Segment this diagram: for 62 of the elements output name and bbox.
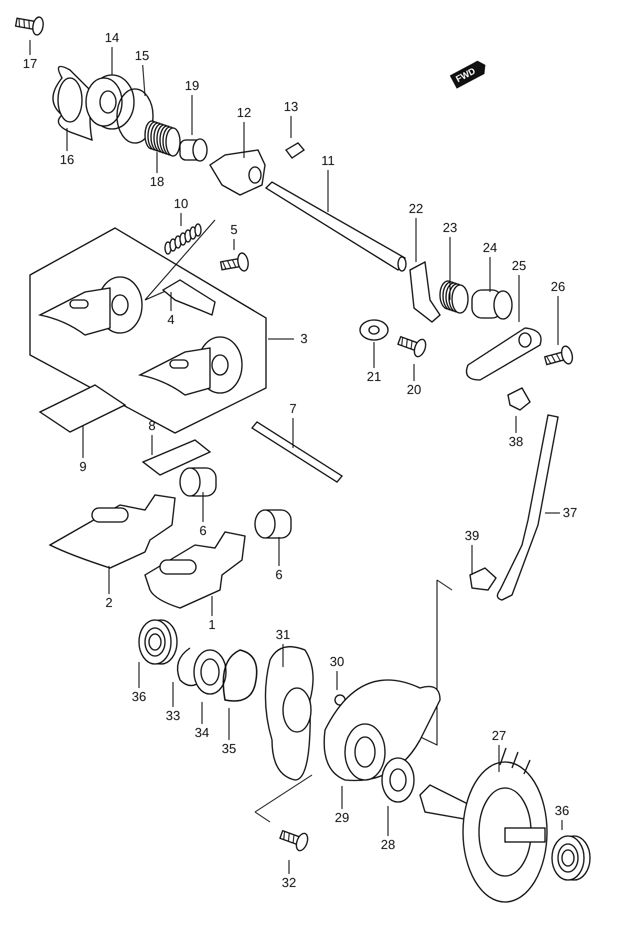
leader-line — [138, 662, 140, 688]
leader-line — [292, 418, 294, 448]
callout-number: 27 — [492, 729, 506, 743]
leader-line — [228, 708, 230, 740]
callout-number: 23 — [442, 221, 458, 235]
callout-number: 1 — [208, 618, 216, 632]
callout-number: 11 — [321, 154, 335, 168]
callout-number: 24 — [482, 241, 498, 255]
callout-number: 7 — [289, 402, 297, 416]
callout-number: 29 — [334, 811, 350, 825]
leader-line — [544, 512, 560, 514]
leader-line — [170, 292, 172, 312]
callout-number: 5 — [230, 223, 238, 237]
leader-line — [518, 274, 520, 322]
leader-line — [498, 744, 500, 772]
callout-number: 31 — [276, 628, 290, 642]
leader-line — [142, 64, 146, 96]
callout-number: 35 — [222, 742, 236, 756]
callout-number: 13 — [284, 100, 298, 114]
leader-line — [108, 566, 110, 594]
callout-number: 10 — [174, 197, 188, 211]
callout-number: 6 — [199, 524, 207, 538]
callout-number: 33 — [166, 709, 180, 723]
leader-line — [336, 670, 338, 690]
callout-number: 32 — [282, 876, 296, 890]
callout-number: 14 — [104, 31, 120, 45]
leader-line — [66, 128, 68, 152]
callout-number: 4 — [167, 313, 175, 327]
leader-line — [156, 152, 158, 174]
callout-number: 34 — [194, 726, 210, 740]
callout-number: 16 — [60, 153, 74, 167]
leader-line — [82, 424, 84, 458]
callout-number: 15 — [134, 49, 150, 63]
callout-number: 19 — [184, 79, 200, 93]
callout-number: 20 — [406, 383, 422, 397]
callout-number: 28 — [380, 838, 396, 852]
leader-line — [172, 682, 174, 708]
callout-number: 8 — [148, 419, 156, 433]
callout-number: 30 — [330, 655, 344, 669]
callout-number: 39 — [464, 529, 480, 543]
callout-number: 36 — [554, 804, 570, 818]
callout-number: 18 — [150, 175, 164, 189]
leader-line — [288, 860, 290, 874]
leader-line — [268, 338, 294, 340]
leader-line — [180, 212, 182, 226]
callout-number: 38 — [508, 435, 524, 449]
callout-number: 3 — [300, 332, 308, 346]
leader-line — [282, 644, 284, 668]
callout-number: 21 — [366, 370, 382, 384]
callout-number: 2 — [105, 596, 113, 610]
callout-number: 26 — [550, 280, 566, 294]
leader-line — [278, 536, 280, 566]
callout-number: 9 — [79, 460, 87, 474]
leader-line — [290, 116, 292, 138]
leader-line — [202, 492, 204, 522]
callout-number: 12 — [236, 106, 252, 120]
callout-number: 37 — [562, 506, 578, 520]
callout-number: 6 — [275, 568, 283, 582]
callout-number: 36 — [132, 690, 146, 704]
callout-number: 17 — [22, 57, 38, 71]
callout-number: 25 — [512, 259, 526, 273]
callout-number: 22 — [408, 202, 424, 216]
